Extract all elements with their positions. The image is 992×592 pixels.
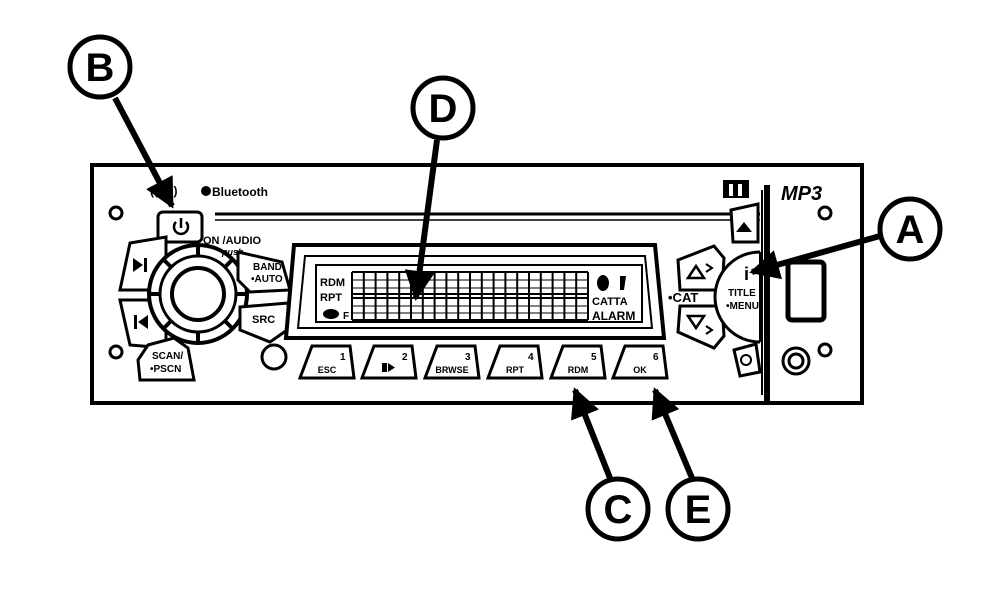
round-button[interactable]: [260, 343, 288, 371]
preset-label: OK: [633, 365, 647, 375]
phone-icon: [740, 354, 752, 366]
tp-icon: [597, 275, 609, 291]
preset-number: 5: [591, 352, 597, 363]
power-button[interactable]: [156, 210, 204, 244]
preset-label: RPT: [506, 365, 525, 375]
eject-icon: [736, 222, 752, 232]
auto-label: •AUTO: [251, 274, 283, 285]
svg-text:E: E: [685, 488, 712, 532]
catta-indicator: CATTA: [592, 296, 628, 308]
play-icon: [382, 363, 395, 372]
af-indicator: F: [343, 311, 349, 322]
preset-number: 1: [340, 352, 346, 363]
eject-button[interactable]: [729, 202, 760, 244]
band-auto-button[interactable]: BAND •AUTO: [236, 250, 292, 294]
power-icon: [172, 218, 190, 236]
callout-c: C: [585, 476, 651, 542]
cd-slot: [215, 212, 760, 221]
callout-e: E: [665, 476, 731, 542]
brand-logo: [723, 180, 749, 198]
preset-number: 4: [528, 352, 534, 363]
svg-text:B: B: [86, 46, 115, 90]
skip-back-icon: [134, 315, 148, 329]
on-audio-label: ON /AUDIO: [203, 235, 262, 247]
callout-b: B: [67, 34, 133, 100]
scan-label: SCAN/: [152, 351, 183, 362]
mounting-screws: [108, 205, 833, 360]
menu-label: •MENU: [726, 301, 759, 312]
up-arrow-icon: [685, 263, 714, 280]
svg-text:A: A: [896, 208, 925, 252]
cat-label: •CAT: [668, 290, 698, 305]
preset-number: 6: [653, 352, 659, 363]
volume-knob[interactable]: [147, 243, 249, 345]
note-icon: [620, 276, 626, 290]
callout-a: A: [877, 196, 943, 262]
preset-label: ESC: [318, 365, 337, 375]
callout-d: D: [410, 75, 476, 141]
alarm-indicator: ALARM: [592, 309, 635, 323]
svg-text:D: D: [429, 87, 458, 131]
push-label: push: [221, 247, 244, 257]
svg-text:C: C: [604, 488, 633, 532]
rpt-indicator: RPT: [320, 292, 342, 304]
src-button[interactable]: SRC: [238, 301, 292, 344]
skip-forward-icon: [133, 258, 147, 272]
preset-button-6[interactable]: 6OK: [610, 344, 669, 380]
usb-port: [785, 259, 827, 323]
af-icon: [323, 309, 339, 319]
title-label: TITLE: [728, 288, 756, 299]
scan-pscn-button[interactable]: SCAN/ •PSCN: [136, 336, 196, 382]
aux-jack: [781, 346, 811, 376]
phone-button[interactable]: [732, 342, 762, 378]
preset-label: BRWSE: [435, 365, 468, 375]
display-panel: [283, 243, 667, 340]
callout-arrows: [112, 96, 881, 480]
pscn-label: •PSCN: [150, 364, 181, 375]
band-label: BAND: [253, 262, 282, 273]
src-label: SRC: [252, 314, 275, 326]
mp3-logo: MP3: [781, 183, 822, 205]
preset-button-2[interactable]: 2: [359, 344, 418, 380]
preset-number: 2: [402, 352, 408, 363]
down-arrow-icon: [685, 314, 714, 335]
info-label: i: [744, 264, 749, 284]
dot-matrix: [351, 271, 589, 321]
rdm-indicator: RDM: [320, 277, 345, 289]
preset-number: 3: [465, 352, 471, 363]
bluetooth-label: Bluetooth: [212, 185, 268, 199]
preset-label: RDM: [568, 365, 589, 375]
